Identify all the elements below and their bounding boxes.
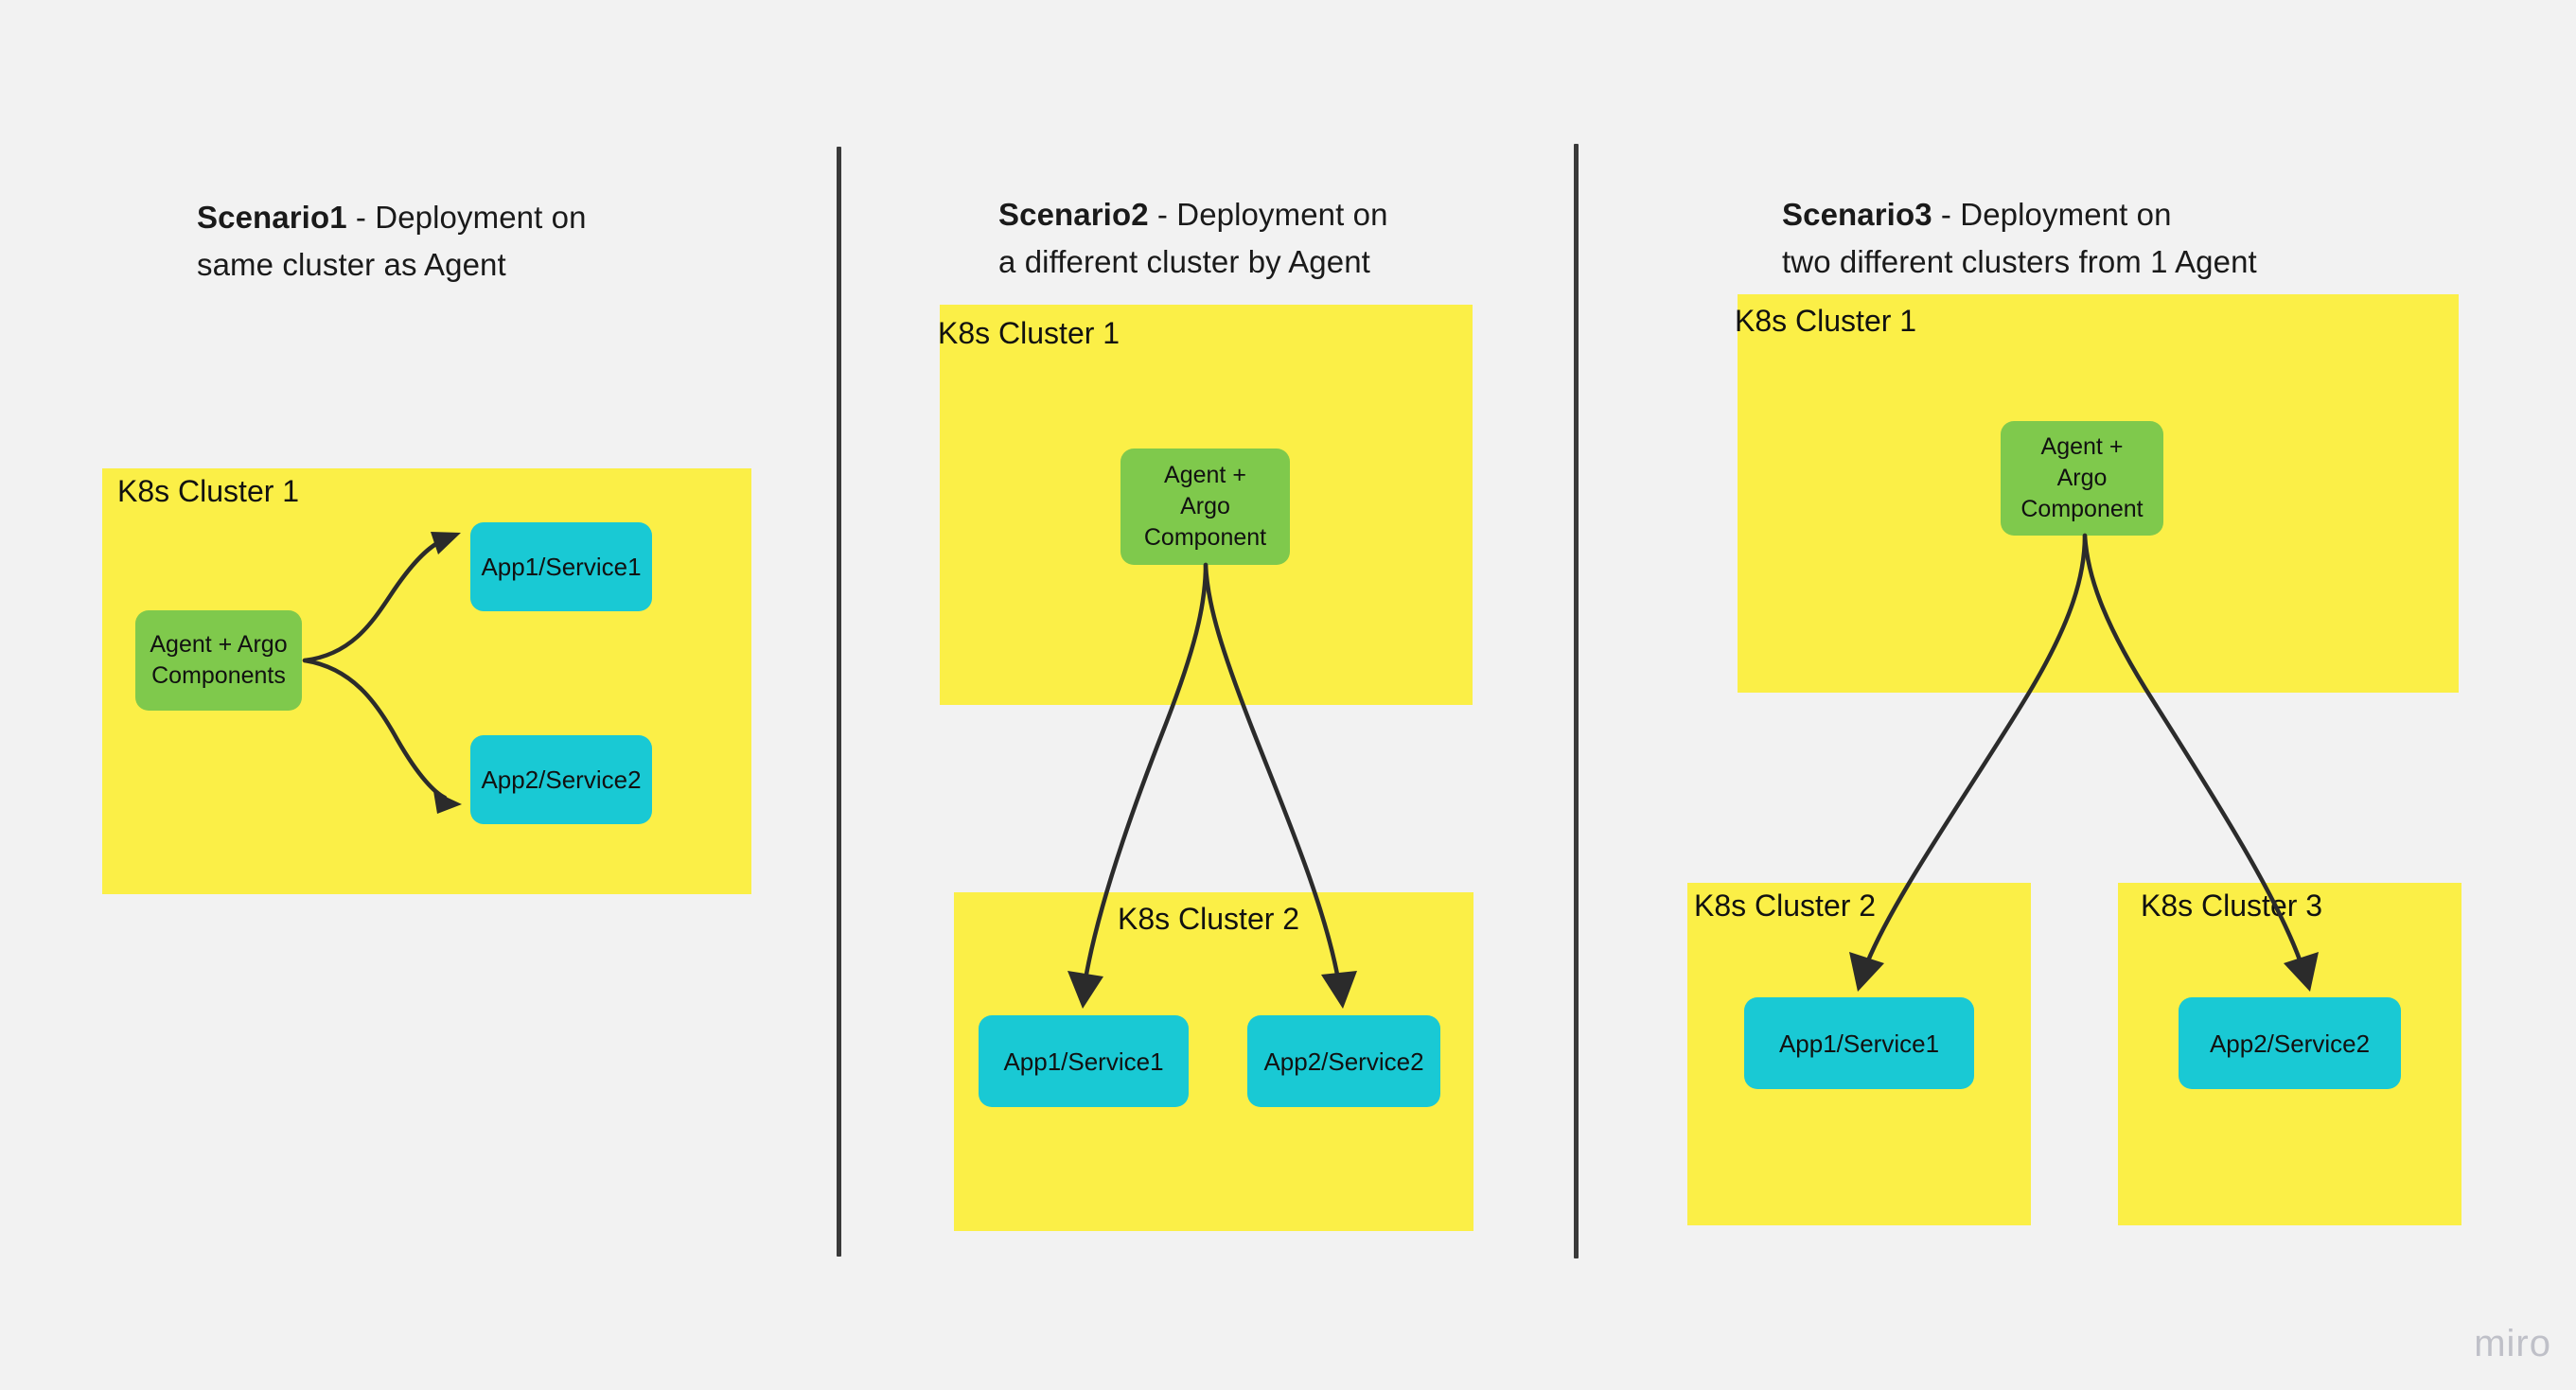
scenario1-title-rest: - Deployment on same cluster as Agent bbox=[197, 200, 587, 282]
cluster-label-s2-cluster2: K8s Cluster 2 bbox=[1118, 902, 1300, 936]
app-node-s1-app2[interactable]: App2/Service2 bbox=[470, 735, 652, 824]
scenario3-title: Scenario3 - Deployment on two different … bbox=[1782, 144, 2369, 286]
cluster-label-s2-cluster1: K8s Cluster 1 bbox=[938, 316, 1120, 350]
cluster-label-s3-cluster1: K8s Cluster 1 bbox=[1735, 304, 1917, 338]
agent-node-s3-agent[interactable]: Agent + Argo Component bbox=[2001, 421, 2163, 536]
app-node-s3-app2[interactable]: App2/Service2 bbox=[2179, 997, 2401, 1089]
app-node-s2-app1[interactable]: App1/Service1 bbox=[979, 1015, 1189, 1107]
scenario2-title-rest: - Deployment on a different cluster by A… bbox=[998, 197, 1388, 279]
app-node-s1-app1[interactable]: App1/Service1 bbox=[470, 522, 652, 611]
scenario3-title-rest: - Deployment on two different clusters f… bbox=[1782, 197, 2257, 279]
cluster-label-s1-cluster1: K8s Cluster 1 bbox=[117, 474, 300, 508]
agent-node-s1-agent[interactable]: Agent + Argo Components bbox=[135, 610, 302, 711]
cluster-label-s3-cluster2: K8s Cluster 2 bbox=[1694, 889, 1877, 923]
panel-divider-2 bbox=[1574, 144, 1579, 1258]
app-node-s3-app1[interactable]: App1/Service1 bbox=[1744, 997, 1974, 1089]
cluster-label-s3-cluster3: K8s Cluster 3 bbox=[2141, 889, 2323, 923]
scenario1-title: Scenario1 - Deployment on same cluster a… bbox=[197, 147, 727, 289]
miro-watermark: miro bbox=[2474, 1323, 2551, 1364]
scenario3-title-strong: Scenario3 bbox=[1782, 197, 1932, 232]
scenario1-title-strong: Scenario1 bbox=[197, 200, 347, 235]
scenario2-title-strong: Scenario2 bbox=[998, 197, 1149, 232]
scenario2-title: Scenario2 - Deployment on a different cl… bbox=[998, 144, 1528, 286]
panel-divider-1 bbox=[837, 147, 841, 1257]
app-node-s2-app2[interactable]: App2/Service2 bbox=[1247, 1015, 1440, 1107]
agent-node-s2-agent[interactable]: Agent + Argo Component bbox=[1120, 449, 1290, 565]
